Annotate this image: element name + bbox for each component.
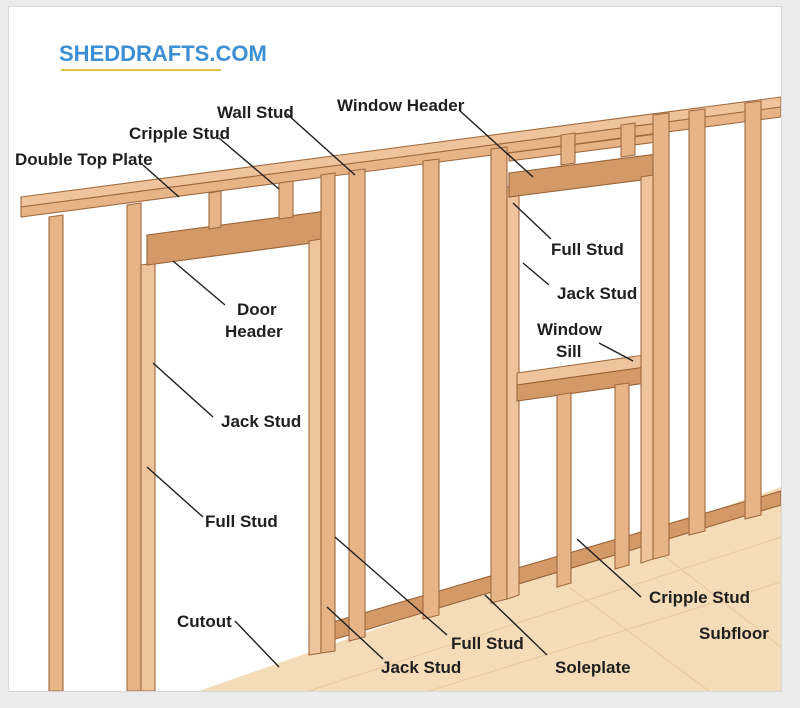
label-wall-stud: Wall Stud (217, 103, 294, 122)
label-window-header: Window Header (337, 96, 465, 115)
label-window-sill-1: Window (537, 320, 603, 339)
label-full-stud-window: Full Stud (551, 240, 624, 259)
leader-lines (142, 109, 642, 668)
cripple-stud-bottom-2 (614, 382, 630, 570)
label-full-stud-door: Full Stud (205, 512, 278, 531)
door-header-board (146, 210, 328, 266)
wall-framing-diagram: SHEDDRAFTS.COM Double Top Plate Cripple … (15, 41, 781, 691)
window-top-cripple-2 (620, 122, 636, 158)
label-subfloor: Subfloor (699, 624, 769, 643)
window-jack-stud-right (640, 174, 654, 564)
label-door-header-1: Door (237, 300, 277, 319)
wall-stud-2 (422, 158, 440, 620)
label-window-sill-2: Sill (556, 342, 582, 361)
window-top-cripple-1 (560, 132, 576, 166)
diagram-frame: SHEDDRAFTS.COM Double Top Plate Cripple … (8, 6, 782, 692)
label-jack-stud-bottom: Jack Stud (381, 658, 461, 677)
end-stud (48, 214, 64, 691)
door-cripple-1 (208, 190, 222, 230)
label-full-stud-bottom: Full Stud (451, 634, 524, 653)
label-double-top-plate: Double Top Plate (15, 150, 153, 169)
door-cripple-2 (278, 180, 294, 220)
label-cutout: Cutout (177, 612, 232, 631)
label-soleplate: Soleplate (555, 658, 631, 677)
label-cripple-stud-bottom: Cripple Stud (649, 588, 750, 607)
wall-stud-3 (688, 108, 706, 536)
door-full-stud-right (320, 172, 336, 654)
door-jack-stud-left (140, 262, 156, 691)
door-jack-stud-right (308, 238, 322, 656)
label-door-header-2: Header (225, 322, 283, 341)
door-full-stud-left (126, 202, 142, 691)
brand-logo: SHEDDRAFTS.COM (59, 41, 267, 66)
subfloor-boards (308, 536, 781, 691)
wall-stud-4 (744, 100, 762, 520)
window-full-stud-left (490, 146, 508, 604)
wall-stud-1 (348, 168, 366, 642)
top-plate-upper (20, 96, 781, 208)
window-full-stud-right (652, 112, 670, 560)
cripple-stud-bottom-1 (556, 392, 572, 588)
label-jack-stud-door: Jack Stud (221, 412, 301, 431)
label-cripple-stud-top: Cripple Stud (129, 124, 230, 143)
label-jack-stud-window: Jack Stud (557, 284, 637, 303)
top-plate-lower (20, 106, 781, 218)
